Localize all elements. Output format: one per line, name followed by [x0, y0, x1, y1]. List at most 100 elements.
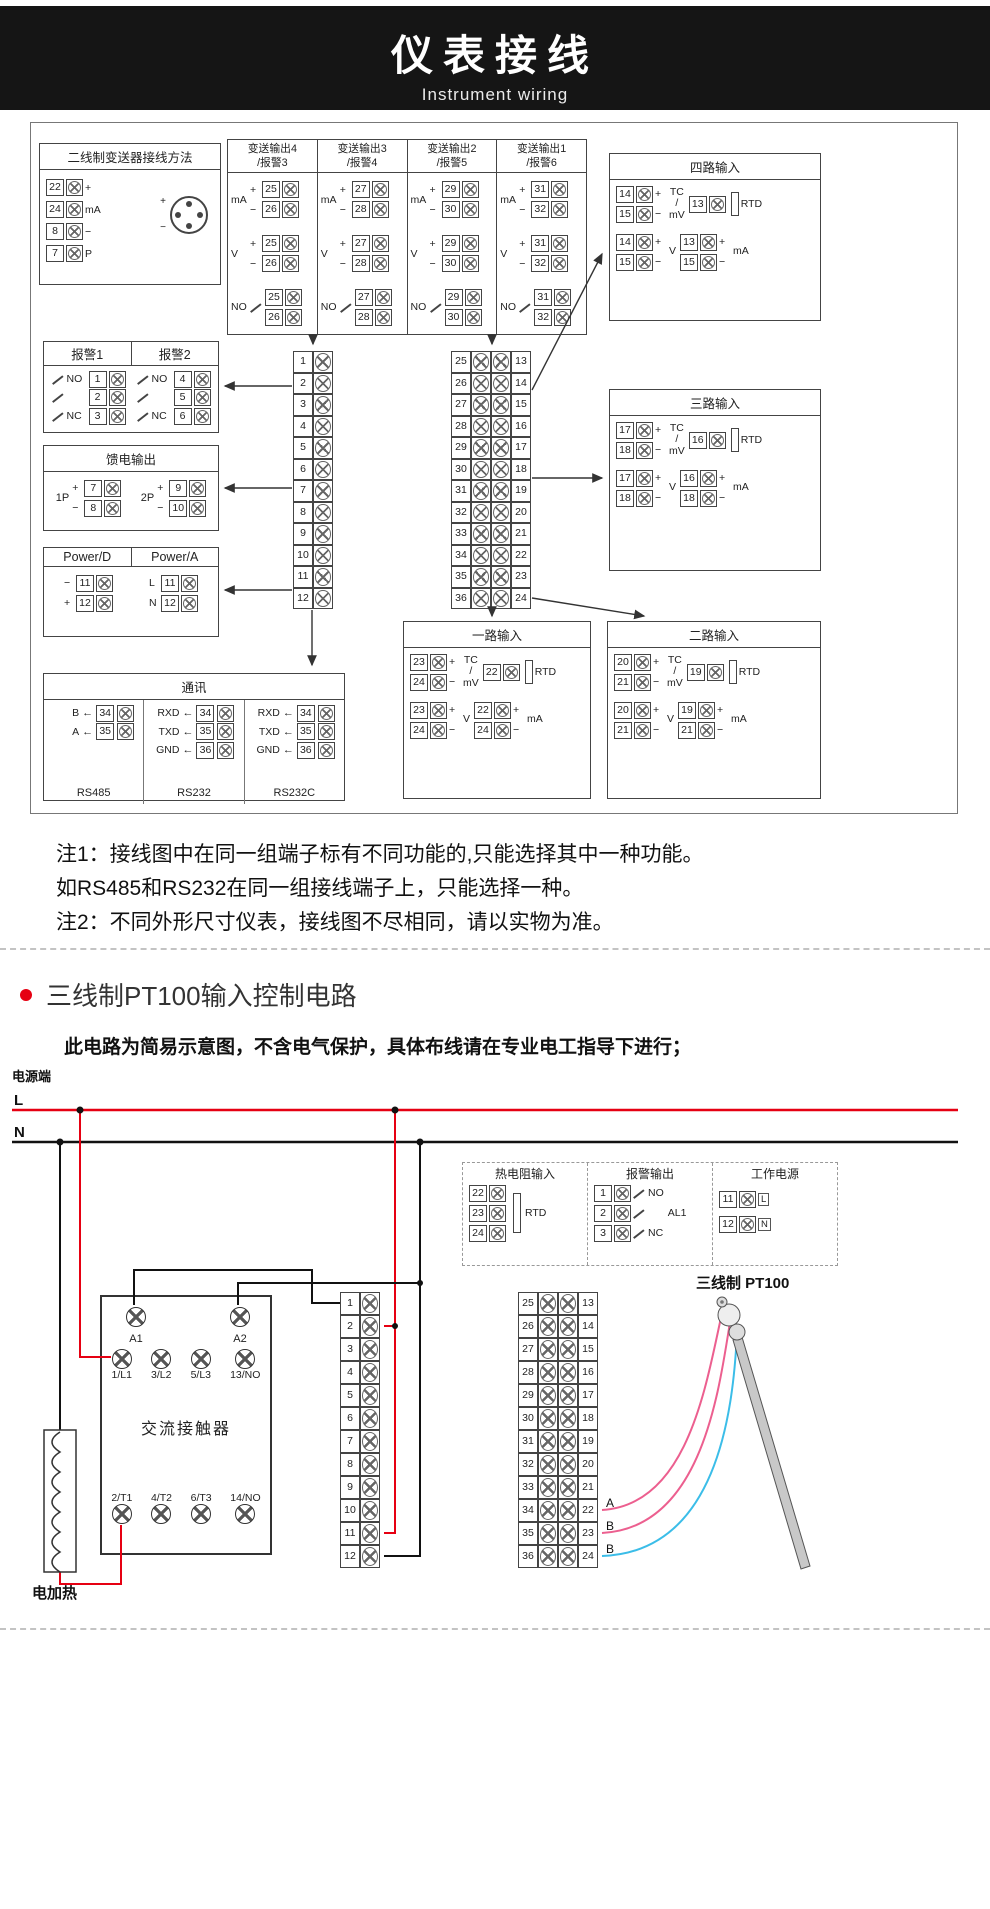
contact-terminal-icon: [111, 1504, 132, 1524]
screw-terminal-icon: [491, 544, 511, 566]
terminal-row: N 12: [149, 594, 198, 612]
screw-terminal-icon: [313, 544, 333, 566]
screw-terminal-icon: [430, 701, 447, 719]
screw-terminal-icon: [558, 1453, 578, 1476]
screw-terminal-icon: [66, 179, 83, 196]
comm-row: TXD ← 35: [247, 723, 342, 740]
screw-terminal-icon: [360, 1522, 380, 1545]
screw-terminal-icon: [554, 308, 572, 326]
switch-contact-icon: [137, 392, 150, 404]
strip-row: 35 23: [518, 1522, 598, 1545]
page-subtitle: Instrument wiring: [421, 85, 569, 104]
rs232-column: RXD ← 34 TXD ← 35: [144, 700, 245, 804]
strip-row: 36 24: [451, 587, 531, 609]
rtd-resistor-icon: [728, 660, 737, 684]
bottom-divider: [0, 1628, 990, 1630]
line-l-label: L: [14, 1092, 24, 1109]
terminal-row: L 11: [149, 574, 198, 592]
arrow-left-icon: ←: [182, 744, 194, 756]
screw-terminal-icon: [502, 663, 520, 681]
comm-row: RXD ← 34: [146, 704, 241, 722]
screw-terminal-icon: [551, 235, 569, 253]
working-power-box: 工作电源 11 L 12 N: [713, 1163, 837, 1265]
screw-terminal-icon: [471, 437, 491, 459]
screw-terminal-icon: [313, 587, 333, 609]
screw-terminal-icon: [461, 201, 479, 219]
alarm1-terminals: NO 1 2 NC: [52, 369, 126, 426]
screw-terminal-icon: [66, 201, 83, 218]
strip-row: 31 19: [451, 480, 531, 502]
comm-name: RS232: [177, 787, 211, 799]
coil-label: A1: [129, 1333, 143, 1345]
strip-row: 10: [340, 1499, 380, 1522]
screw-terminal-icon: [360, 1476, 380, 1499]
strip-row: 4: [293, 415, 333, 437]
screw-terminal-icon: [636, 489, 653, 507]
relay-output-group: NO 29 30: [408, 280, 497, 334]
wiring-diagram-box: 二线制变送器接线方法 22 + 24 mA: [30, 122, 958, 814]
line-n-label: N: [14, 1124, 25, 1141]
strip-row: 8: [340, 1453, 380, 1476]
group-label: 2P: [140, 492, 155, 504]
panel-title: 馈电输出: [44, 446, 218, 472]
strip-row: 25 13: [518, 1292, 598, 1315]
strip-row: 7: [293, 480, 333, 502]
screw-terminal-icon: [181, 574, 198, 592]
contact-terminal-icon: [191, 1504, 212, 1524]
screw-terminal-icon: [461, 235, 479, 253]
terminal-row: 17+: [616, 469, 665, 487]
output-column: 变送输出1 /报警6 mA +31 −32 V +31: [497, 140, 586, 334]
terminal-row: − 8: [72, 499, 122, 517]
screw-terminal-icon: [538, 1522, 558, 1545]
strip-row: 8: [293, 501, 333, 523]
terminal-row: + 12: [64, 594, 113, 612]
screw-terminal-icon: [471, 372, 491, 394]
switch-contact-icon: [137, 410, 150, 422]
screw-terminal-icon: [313, 372, 333, 394]
terminal-row: + 7: [72, 479, 122, 497]
screw-terminal-icon: [66, 245, 83, 262]
comm-row: GND ← 36: [146, 741, 241, 759]
wire-label-b2: B: [606, 1542, 615, 1556]
comm-name: RS232C: [273, 787, 316, 799]
io-legend-box: 热电阻输入 22 23: [462, 1162, 838, 1266]
arrow-left-icon: ←: [82, 707, 94, 719]
screw-terminal-icon: [217, 704, 235, 722]
circular-connector-icon: [170, 196, 208, 234]
terminal-row: 24: [469, 1224, 506, 1242]
strip-row: 25 13: [451, 351, 531, 373]
terminal-row: 16+: [680, 469, 729, 487]
power-a-terminals: L 11 N 12: [149, 573, 198, 613]
contact-terminal-icon: [235, 1504, 256, 1524]
screw-terminal-icon: [708, 195, 726, 213]
strip-row: 6: [293, 458, 333, 480]
screw-terminal-icon: [558, 1430, 578, 1453]
screw-terminal-icon: [614, 1224, 631, 1242]
screw-terminal-icon: [313, 566, 333, 588]
terminal-strip-2: 25 13 26 14 27 15 28: [518, 1292, 598, 1568]
terminal-row: 21−: [614, 721, 663, 739]
screw-terminal-icon: [104, 479, 122, 497]
comm-row: A ← 35: [46, 723, 141, 740]
screw-terminal-icon: [558, 1476, 578, 1499]
screw-terminal-icon: [538, 1292, 558, 1315]
ma-output-group: mA +31 −32: [497, 173, 586, 227]
screw-terminal-icon: [374, 288, 392, 306]
terminal-row: NC 6: [137, 407, 211, 425]
strip-row: 31 19: [518, 1430, 598, 1453]
screw-terminal-icon: [430, 653, 447, 671]
screw-terminal-icon: [96, 574, 113, 592]
screw-terminal-icon: [538, 1384, 558, 1407]
strip-row: 33 21: [518, 1476, 598, 1499]
screw-terminal-icon: [636, 205, 653, 223]
screw-terminal-icon: [739, 1191, 756, 1208]
screw-terminal-icon: [371, 201, 389, 219]
ma-output-group: mA +29 −30: [408, 173, 497, 227]
terminal-row: 21−: [678, 721, 727, 739]
screw-terminal-icon: [282, 255, 299, 273]
note-line-1: 注1：接线图中在同一组端子标有不同功能的,只能选择其中一种功能。: [56, 843, 704, 866]
